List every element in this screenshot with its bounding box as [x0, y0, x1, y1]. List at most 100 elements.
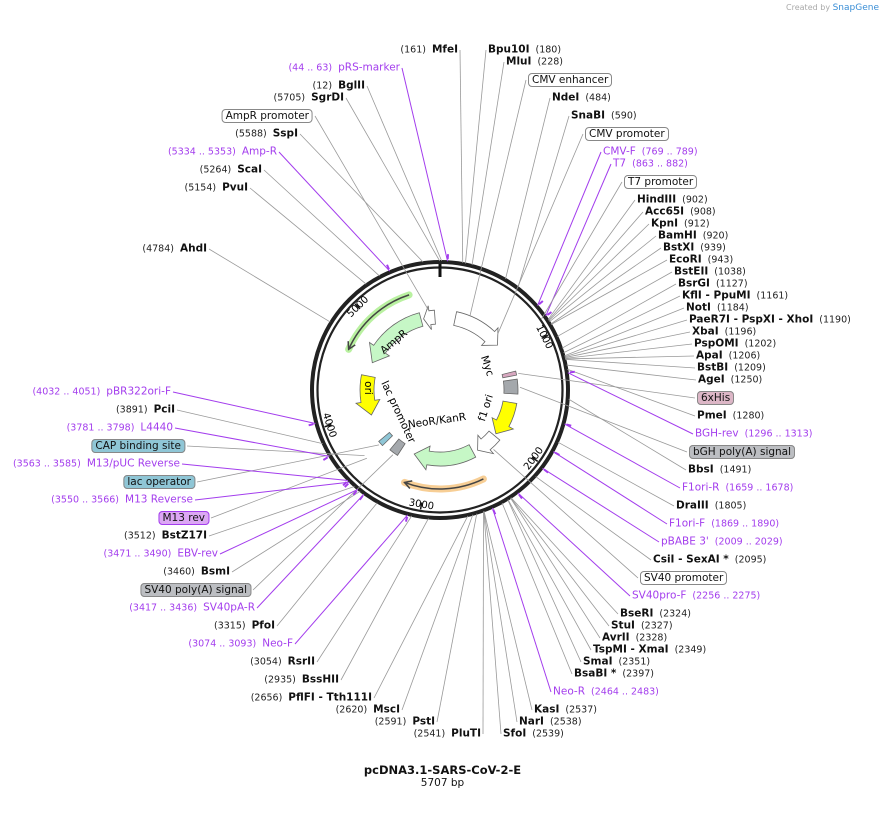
leader-line-scai: [263, 169, 380, 277]
leader-line-bsrgi: [561, 283, 677, 349]
feature-label-6xhis[interactable]: 6xHis: [697, 391, 735, 405]
site-label-bsrgi[interactable]: BsrGI(1127): [678, 278, 748, 291]
site-label-mlui[interactable]: MluI(228): [506, 56, 563, 69]
primer-label-l4440[interactable]: (3781 .. 3798)L4440: [67, 422, 173, 435]
site-label-snabi[interactable]: SnaBI(590): [571, 110, 637, 123]
primer-label-pbabe-3[interactable]: pBABE 3'(2009 .. 2029): [661, 536, 783, 549]
ori-arrow: [355, 374, 381, 416]
site-label-ecori[interactable]: EcoRI(943): [669, 254, 733, 267]
site-label-pluti[interactable]: (2541)PluTI: [414, 728, 481, 741]
site-label-smai[interactable]: SmaI(2351): [583, 656, 650, 669]
site-label-avrii[interactable]: AvrII(2328): [602, 632, 667, 645]
feature-label-t7-promoter[interactable]: T7 promoter: [624, 175, 698, 189]
site-label-rsrii[interactable]: (3054)RsrII: [250, 656, 315, 669]
label-position: (4032 .. 4051): [32, 386, 101, 398]
site-label-pmei[interactable]: PmeI(1280): [697, 410, 764, 423]
leader-line-bsshii: [340, 518, 429, 681]
primer-label-cmv-f[interactable]: CMV-F (769 .. 789): [603, 146, 698, 159]
primer-label-f1ori-r[interactable]: F1ori-R(1659 .. 1678): [682, 482, 793, 495]
site-label-ndei[interactable]: NdeI(484): [552, 92, 611, 105]
site-label-pspomi[interactable]: PspOMI(1202): [694, 338, 776, 351]
label-name: PspOMI: [694, 337, 739, 350]
site-label-bstbi[interactable]: BstBI(1209): [697, 362, 766, 375]
leader-line-psti: [436, 513, 478, 723]
site-label-bglii[interactable]: (12)BglII: [313, 80, 365, 93]
label-name: Neo-F: [262, 637, 293, 650]
site-label-bpu10i[interactable]: Bpu10I(180): [488, 44, 561, 57]
leader-line-cmv-promoter: [497, 133, 584, 335]
site-label-acc65i[interactable]: Acc65I(908): [645, 206, 716, 219]
site-label-kfli-ppumi[interactable]: KflI - PpuMI(1161): [682, 290, 788, 303]
label-position: (769 .. 789): [641, 146, 698, 158]
site-label-paer7i-pspxi-xhoi[interactable]: PaeR7I - PspXI - XhoI(1190): [689, 314, 851, 327]
primer-label-sv40pro-f[interactable]: SV40pro-F(2256 .. 2275): [632, 590, 760, 603]
feature-label-lac-operator[interactable]: lac operator: [123, 475, 195, 489]
primer-label-m13-puc-reverse[interactable]: (3563 .. 3585)M13/pUC Reverse: [13, 458, 180, 471]
site-label-msci[interactable]: (2620)MscI: [336, 704, 400, 717]
site-label-apai[interactable]: ApaI(1206): [696, 350, 760, 363]
site-label-noti[interactable]: NotI(1184): [686, 302, 749, 315]
site-label-psti[interactable]: (2591)PstI: [375, 716, 435, 729]
label-name: CMV-F: [603, 145, 636, 158]
label-position: (1196): [724, 326, 757, 338]
site-label-sspi[interactable]: (5588)SspI: [235, 128, 298, 141]
feature-label-bgh-poly-a-signal[interactable]: bGH poly(A) signal: [689, 445, 796, 459]
site-label-bsshii[interactable]: (2935)BssHII: [264, 674, 339, 687]
site-label-nari[interactable]: NarI(2538): [519, 716, 582, 729]
feature-label-cmv-promoter[interactable]: CMV promoter: [585, 127, 669, 141]
leader-line-pbabe-3: [542, 467, 660, 543]
site-label-stui[interactable]: StuI(2327): [611, 620, 673, 633]
site-label-csii-sexai[interactable]: CsiI - SexAI *(2095): [653, 554, 766, 567]
primer-label-neo-f[interactable]: (3074 .. 3093)Neo-F: [188, 638, 293, 651]
site-label-mfei[interactable]: (161)MfeI: [400, 44, 458, 57]
site-label-pfoi[interactable]: (3315)PfoI: [214, 620, 275, 633]
label-name: PstI: [412, 715, 435, 728]
site-label-bsmi[interactable]: (3460)BsmI: [163, 566, 230, 579]
primer-label-prs-marker[interactable]: (44 .. 63)pRS-marker: [288, 62, 400, 75]
feature-label-cmv-enhancer[interactable]: CMV enhancer: [528, 73, 613, 87]
site-label-ahdi[interactable]: (4784)AhdI: [142, 243, 207, 256]
site-label-hindiii[interactable]: HindIII(902): [637, 194, 708, 207]
site-label-kpni[interactable]: KpnI(912): [651, 218, 710, 231]
site-label-sfoi[interactable]: SfoI(2539): [503, 728, 564, 741]
leader-line-kfli-ppumi: [563, 295, 681, 354]
leader-line-pflfi-tth111i: [373, 515, 469, 699]
site-label-bstxi[interactable]: BstXI(939): [663, 242, 726, 255]
site-label-pcii[interactable]: (3891)PciI: [116, 404, 175, 417]
primer-label-pbr322ori-f[interactable]: (4032 .. 4051)pBR322ori-F: [32, 386, 171, 399]
site-label-bamhi[interactable]: BamHI(920): [658, 230, 728, 243]
label-position: (1805): [714, 500, 747, 512]
feature-label-ampr-promoter[interactable]: AmpR promoter: [221, 109, 313, 123]
primer-label-t7[interactable]: T7(863 .. 882): [613, 158, 688, 171]
site-label-bstz17i[interactable]: (3512)BstZ17I: [124, 530, 207, 543]
site-label-kasi[interactable]: KasI(2537): [534, 704, 597, 717]
site-label-agei[interactable]: AgeI(1250): [698, 374, 762, 387]
primer-label-bgh-rev[interactable]: BGH-rev(1296 .. 1313): [695, 428, 812, 441]
primer-label-amp-r[interactable]: (5334 .. 5353)Amp-R: [168, 146, 277, 159]
feature-label-sv40-promoter[interactable]: SV40 promoter: [640, 571, 728, 585]
site-label-xbai[interactable]: XbaI(1196): [692, 326, 756, 339]
site-label-bsabi[interactable]: BsaBI *(2397): [574, 668, 654, 681]
leader-line-kpni: [548, 223, 650, 322]
site-label-sgrdi[interactable]: (5705)SgrDI: [274, 92, 344, 105]
label-position: (1206): [728, 350, 761, 362]
primer-label-neo-r[interactable]: Neo-R(2464 .. 2483): [553, 686, 659, 699]
site-label-bseri[interactable]: BseRI(2324): [620, 608, 691, 621]
leader-line-f1ori-f: [553, 451, 668, 525]
site-label-tspmi-xmai[interactable]: TspMI - XmaI(2349): [593, 644, 706, 657]
feature-label-m13-rev[interactable]: M13 rev: [158, 511, 209, 525]
label-name: EcoRI: [669, 253, 702, 266]
primer-label-m13-reverse[interactable]: (3550 .. 3566)M13 Reverse: [51, 494, 193, 507]
site-label-draiii[interactable]: DraIII(1805): [676, 500, 746, 513]
primer-label-ebv-rev[interactable]: (3471 .. 3490)EBV-rev: [104, 548, 219, 561]
site-label-bbsi[interactable]: BbsI(1491): [688, 464, 751, 477]
feature-label-cap-binding-site[interactable]: CAP binding site: [91, 439, 185, 453]
feature-label-sv40-poly-a-signal[interactable]: SV40 poly(A) signal: [140, 583, 251, 597]
primer-label-sv40pa-r[interactable]: (3417 .. 3436)SV40pA-R: [129, 602, 255, 615]
site-label-scai[interactable]: (5264)ScaI: [200, 164, 262, 177]
site-label-pflfi-tth111i[interactable]: (2656)PflFI - Tth111I: [251, 692, 372, 705]
feature-label-myc: Myc: [478, 354, 496, 378]
site-label-bsteii[interactable]: BstEII(1038): [674, 266, 746, 279]
primer-label-f1ori-f[interactable]: F1ori-F(1869 .. 1890): [669, 518, 779, 531]
site-label-pvui[interactable]: (5154)PvuI: [184, 182, 248, 195]
